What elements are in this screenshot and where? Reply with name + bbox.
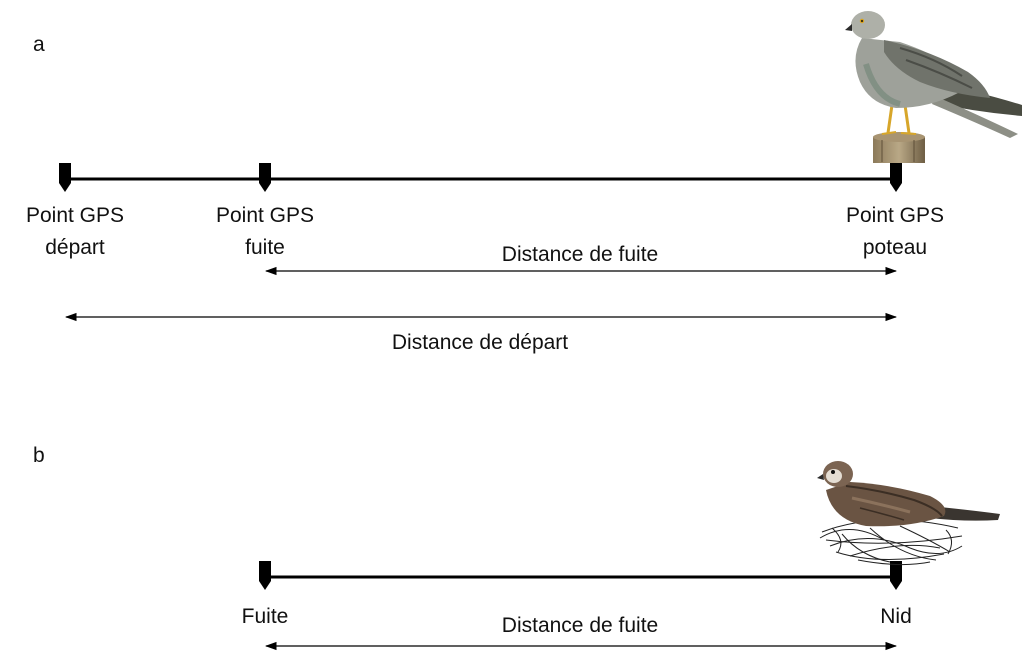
harrier-on-nest-image (817, 461, 1000, 566)
panel-a-marker-depart (59, 163, 71, 192)
panel-b-nid-label: Nid (880, 605, 912, 628)
panel-a-marker-fuite (259, 163, 271, 192)
panel-b-letter: b (33, 444, 45, 467)
panel-a-letter: a (33, 33, 45, 56)
point-gps-fuite-label: Point GPS fuite (185, 203, 345, 261)
point-gps-poteau-line2: poteau (862, 236, 928, 259)
point-gps-poteau-line1: Point GPS (845, 204, 945, 227)
harrier-on-post-image (845, 11, 1022, 163)
panel-b-fuite-label: Fuite (241, 605, 289, 628)
point-gps-depart-label: Point GPS départ (0, 203, 155, 261)
panel-a-distance-fuite-label: Distance de fuite (501, 243, 659, 266)
panel-a-marker-poteau (890, 163, 902, 192)
point-gps-fuite-line2: fuite (245, 236, 285, 259)
panel-b-distance-fuite-label: Distance de fuite (501, 614, 659, 637)
point-gps-depart-line2: départ (45, 236, 105, 259)
panel-b-marker-nid (890, 561, 902, 590)
panel-b-marker-fuite (259, 561, 271, 590)
point-gps-fuite-line1: Point GPS (215, 204, 315, 227)
point-gps-depart-line1: Point GPS (25, 204, 125, 227)
point-gps-poteau-label: Point GPS poteau (815, 203, 975, 261)
panel-a-distance-depart-label: Distance de départ (391, 331, 569, 354)
